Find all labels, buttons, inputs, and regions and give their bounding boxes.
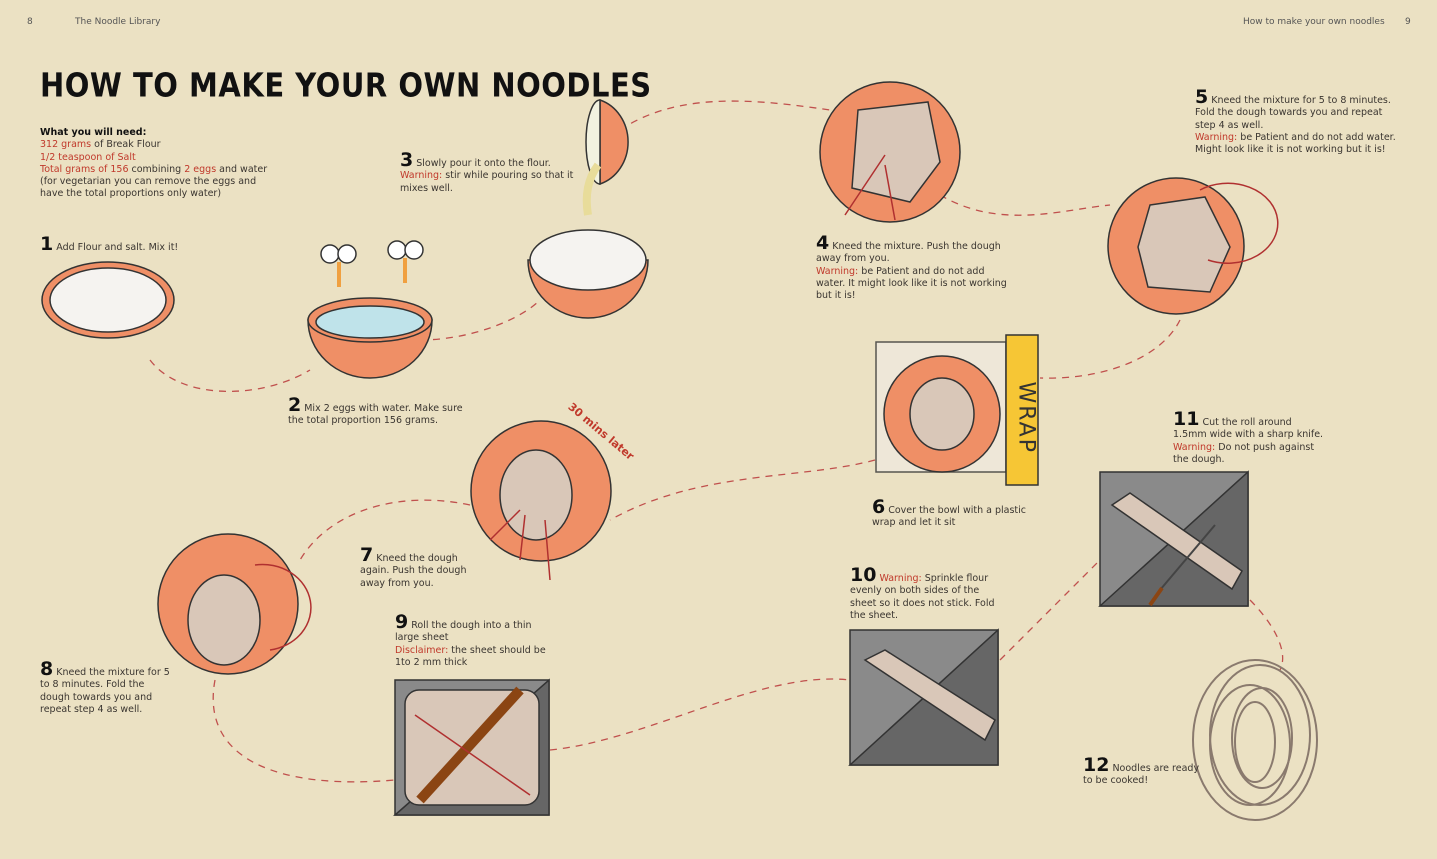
book-title: The Noodle Library	[75, 17, 161, 27]
page-number-right: 9	[1405, 17, 1411, 27]
dashed-path	[149, 100, 1284, 783]
step3-bowl-pour-illustration	[527, 98, 649, 319]
ingredients-list: What you will need: 312 grams of Break F…	[40, 127, 280, 201]
warning-label: Warning:	[400, 170, 443, 182]
wrap-label: WRAP	[1013, 381, 1039, 454]
step6-wrap-illustration	[875, 334, 1039, 486]
step-text: Slowly pour it onto the flour.	[416, 158, 551, 169]
step11-cutting-illustration	[1098, 470, 1249, 607]
step-text: Noodles are ready to be cooked!	[1083, 763, 1200, 787]
step10-folding-illustration	[848, 628, 999, 766]
disclaimer-label: Disclaimer:	[395, 644, 449, 656]
step-number: 2	[288, 394, 302, 416]
step-number: 10	[850, 564, 877, 586]
combining-label: combining	[128, 163, 185, 175]
step-text: Kneed the mixture for 5 to 8 minutes. Fo…	[1195, 95, 1391, 131]
step-number: 7	[360, 544, 374, 566]
step8-kneading-illustration	[157, 533, 312, 675]
step-number: 9	[395, 611, 409, 633]
eggs-amount: 2 eggs	[184, 163, 217, 175]
step-text: Mix 2 eggs with water. Make sure the tot…	[288, 403, 463, 427]
step12-noodles-illustration	[1192, 659, 1318, 821]
step-text: Kneed the mixture for 5 to 8 minutes. Fo…	[40, 667, 170, 715]
step-text: Cut the roll around 1.5mm wide with a sh…	[1173, 417, 1324, 441]
warning-text: be Patient and do not add water. It migh…	[816, 265, 1007, 302]
warning-text: stir while pouring so that it mixes well…	[400, 170, 574, 194]
warning-text: Do not push against the dough.	[1173, 441, 1315, 465]
step4-kneading-illustration	[819, 81, 961, 223]
warning-label: Warning:	[1195, 131, 1238, 143]
flour-label: of Break Flour	[91, 139, 161, 151]
step9-rolling-illustration	[393, 678, 550, 816]
salt-amount: 1/2 teaspoon of Salt	[40, 151, 136, 163]
warning-text: be Patient and do not add water. Might l…	[1195, 131, 1396, 156]
step-text: Kneed the mixture. Push the dough away f…	[816, 241, 1001, 265]
water-label: and water	[216, 163, 268, 175]
step-number: 12	[1083, 754, 1110, 776]
step-number: 6	[872, 496, 886, 518]
page-title: HOW TO MAKE YOUR OWN NOODLES	[40, 65, 652, 105]
warning-label: Warning:	[816, 265, 859, 277]
vegetarian-note: (for vegetarian you can remove the eggs …	[40, 176, 257, 200]
step2-bowl-eggs-illustration	[307, 240, 433, 379]
step-text: Sprinkle flour evenly on both sides of t…	[850, 573, 995, 621]
warning-label: Warning:	[879, 573, 922, 584]
page-number-left: 8	[27, 17, 33, 27]
warning-label: Warning:	[1173, 441, 1216, 453]
step-text: Roll the dough into a thin large sheet	[395, 620, 532, 644]
step7-kneading-illustration	[470, 420, 612, 581]
step-number: 8	[40, 658, 54, 680]
step-text: Add Flour and salt. Mix it!	[56, 242, 179, 253]
step-number: 3	[400, 149, 414, 171]
flour-amount: 312 grams	[40, 139, 92, 151]
total-amount: Total grams of 156	[40, 163, 129, 175]
step-text: Cover the bowl with a plastic wrap and l…	[872, 505, 1026, 529]
step-number: 11	[1173, 408, 1200, 430]
step1-bowl-illustration	[41, 261, 175, 339]
chapter-title: How to make your own noodles	[1243, 17, 1385, 27]
ingredients-heading: What you will need:	[40, 127, 147, 138]
step-text: Kneed the dough again. Push the dough aw…	[360, 553, 467, 589]
step-number: 4	[816, 232, 830, 254]
step-number: 5	[1195, 86, 1209, 108]
disclaimer-text: the sheet should be 1to 2 mm thick	[395, 644, 546, 668]
step-number: 1	[40, 233, 54, 255]
step5-kneading-illustration	[1107, 177, 1279, 315]
